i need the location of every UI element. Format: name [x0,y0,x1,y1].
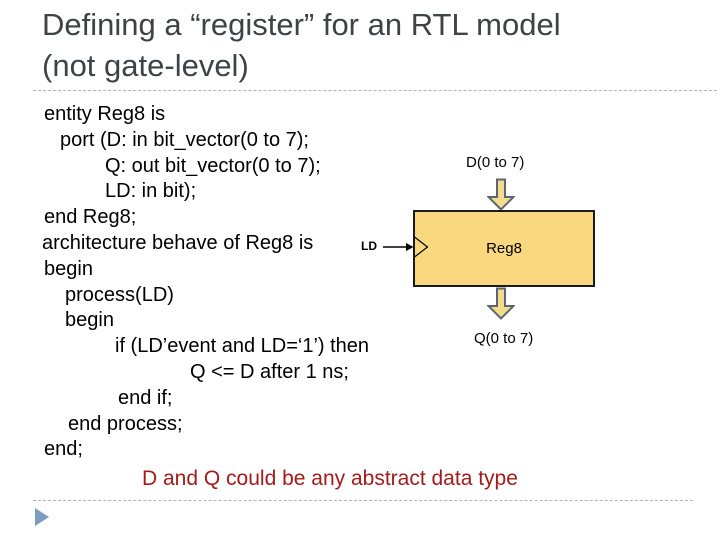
caption: D and Q could be any abstract data type [142,467,518,490]
code-line: entity Reg8 is [44,103,166,125]
title-divider [33,90,717,91]
code-line: begin [44,257,93,280]
clock-wedge-icon [414,236,429,258]
code-line: end process; [68,412,183,435]
code-line: if (LD’event and LD=‘1’) then [115,335,370,358]
title-line-1: Defining a “register” for an RTL model [42,7,561,42]
code-line: Q <= D after 1 ns; [190,360,349,383]
down-block-arrow-icon [487,178,515,211]
code-line: process(LD) [65,283,174,306]
right-arrow-icon [383,243,414,251]
title-line-2: (not gate-level) [42,48,249,83]
register-label: Reg8 [486,240,522,257]
diagram-output-label: Q(0 to 7) [474,330,534,347]
code-line: architecture behave of Reg8 is [42,231,314,254]
code-line: end Reg8; [44,206,137,229]
corner-triangle-icon [35,508,49,526]
code-line: end if; [118,386,173,409]
code-line: port (D: in bit_vector(0 to 7); [60,128,309,151]
code-block: entity Reg8 is port (D: in bit_vector(0 t… [42,102,462,463]
down-block-arrow-icon [487,287,515,320]
code-line: LD: in bit); [105,180,197,203]
footer-divider [33,500,693,501]
diagram-input-label: D(0 to 7) [466,154,525,171]
register-box: Reg8 [413,210,595,287]
code-line: Q: out bit_vector(0 to 7); [105,154,321,177]
code-line: begin [65,309,114,332]
diagram-clock-label: LD [361,239,377,253]
slide-title: Defining a “register” for an RTL model (… [42,4,702,86]
code-line: end; [44,438,83,461]
